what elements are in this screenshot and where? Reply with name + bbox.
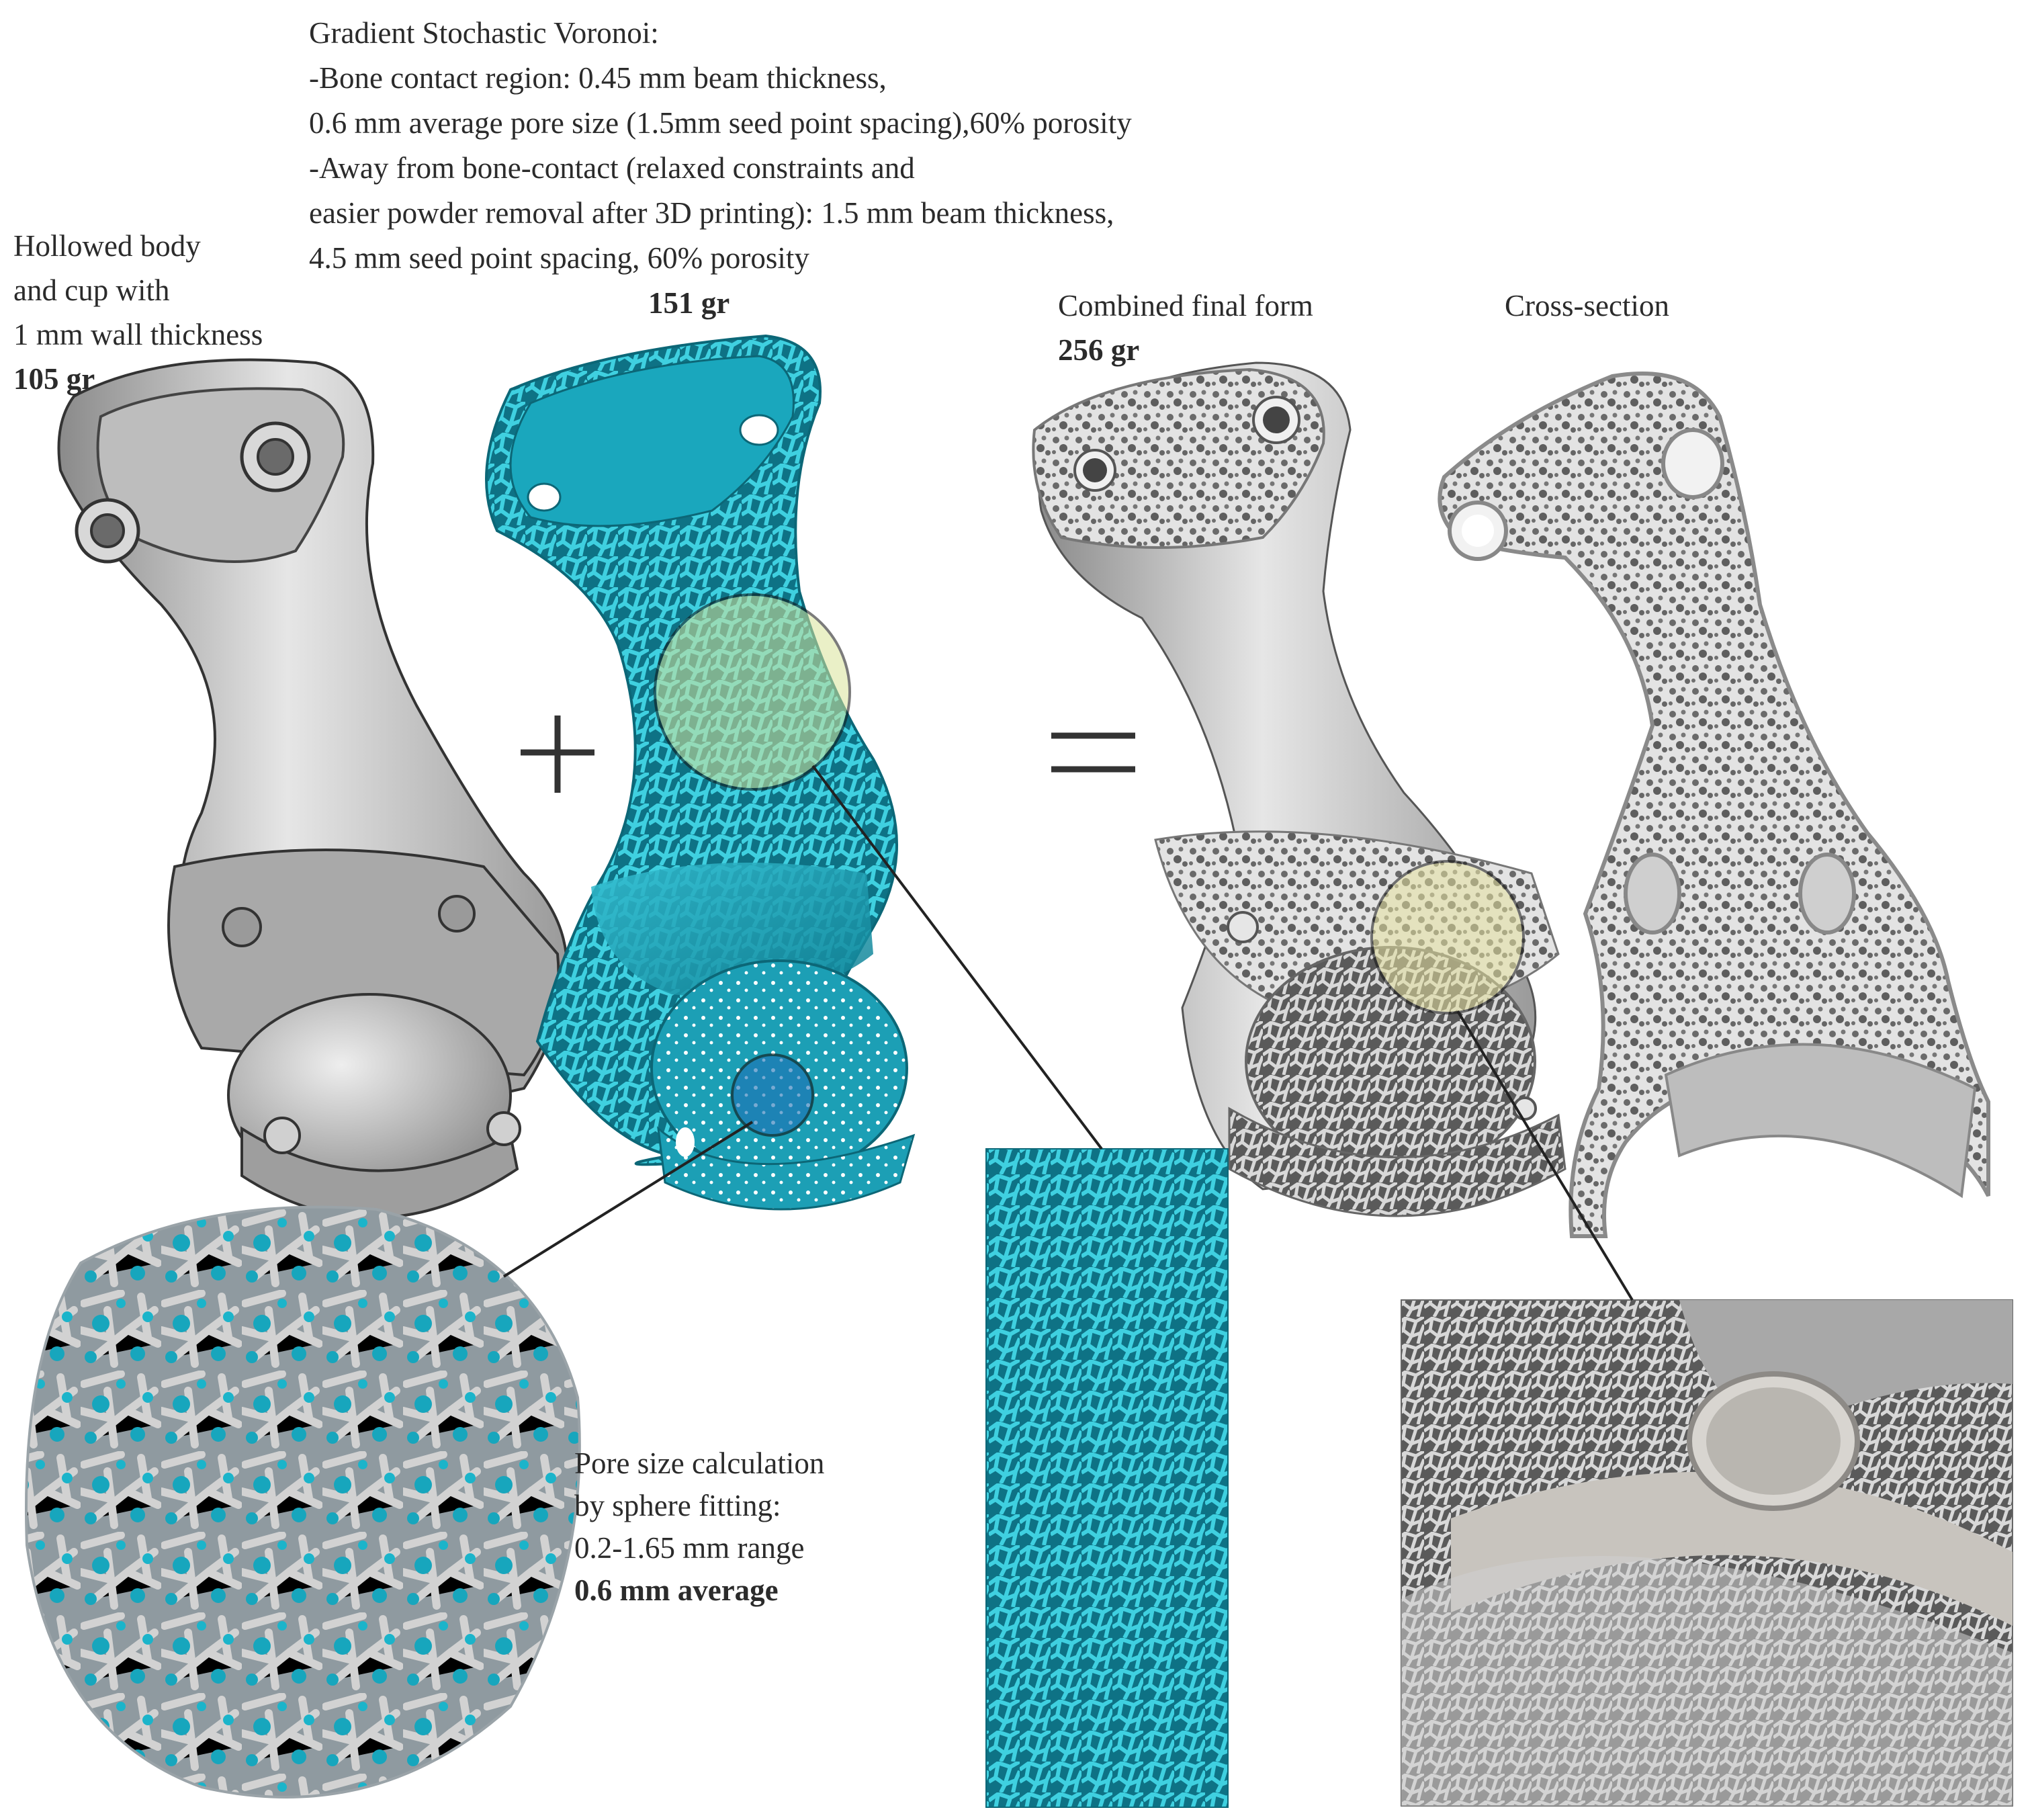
cross-section-model bbox=[1438, 372, 1990, 1238]
combined-final-form-model bbox=[1032, 361, 1566, 1217]
lattice-line-2: 0.6 mm average pore size (1.5mm seed poi… bbox=[309, 106, 1132, 140]
combined-label: Combined final form bbox=[1058, 289, 1313, 322]
pore-size-line-1: Pore size calculation bbox=[574, 1446, 825, 1480]
combined-weight: 256 gr bbox=[1058, 333, 1140, 367]
plus-sign bbox=[521, 716, 594, 793]
leader-lines bbox=[502, 765, 1634, 1301]
pore-size-average: 0.6 mm average bbox=[574, 1573, 779, 1607]
lattice-line-1: -Bone contact region: 0.45 mm beam thick… bbox=[309, 61, 887, 95]
lattice-title: Gradient Stochastic Voronoi: bbox=[309, 16, 659, 50]
lattice-line-4: easier powder removal after 3D printing)… bbox=[309, 196, 1114, 230]
pore-size-line-3: 0.2-1.65 mm range bbox=[574, 1531, 805, 1565]
cross-section-label: Cross-section bbox=[1505, 289, 1669, 322]
lattice-weight: 151 gr bbox=[648, 286, 730, 320]
hollowed-body-model bbox=[57, 358, 568, 1219]
lattice-line-5: 4.5 mm seed point spacing, 60% porosity bbox=[309, 241, 809, 275]
gray-lattice-closeup bbox=[1401, 1299, 2013, 1807]
lattice-line-3: -Away from bone-contact (relaxed constra… bbox=[309, 151, 915, 185]
teal-voronoi-closeup bbox=[985, 1148, 1229, 1808]
hollow-body-line-1: Hollowed body bbox=[13, 229, 201, 263]
hollow-body-line-2: and cup with bbox=[13, 273, 170, 307]
pore-size-line-2: by sphere fitting: bbox=[574, 1489, 781, 1522]
hollow-body-weight: 105 gr bbox=[13, 362, 95, 396]
hollow-body-line-3: 1 mm wall thickness bbox=[13, 318, 263, 351]
equals-sign bbox=[1051, 732, 1135, 773]
pore-size-sphere-cluster bbox=[25, 1205, 581, 1799]
voronoi-lattice-model bbox=[485, 334, 943, 1211]
